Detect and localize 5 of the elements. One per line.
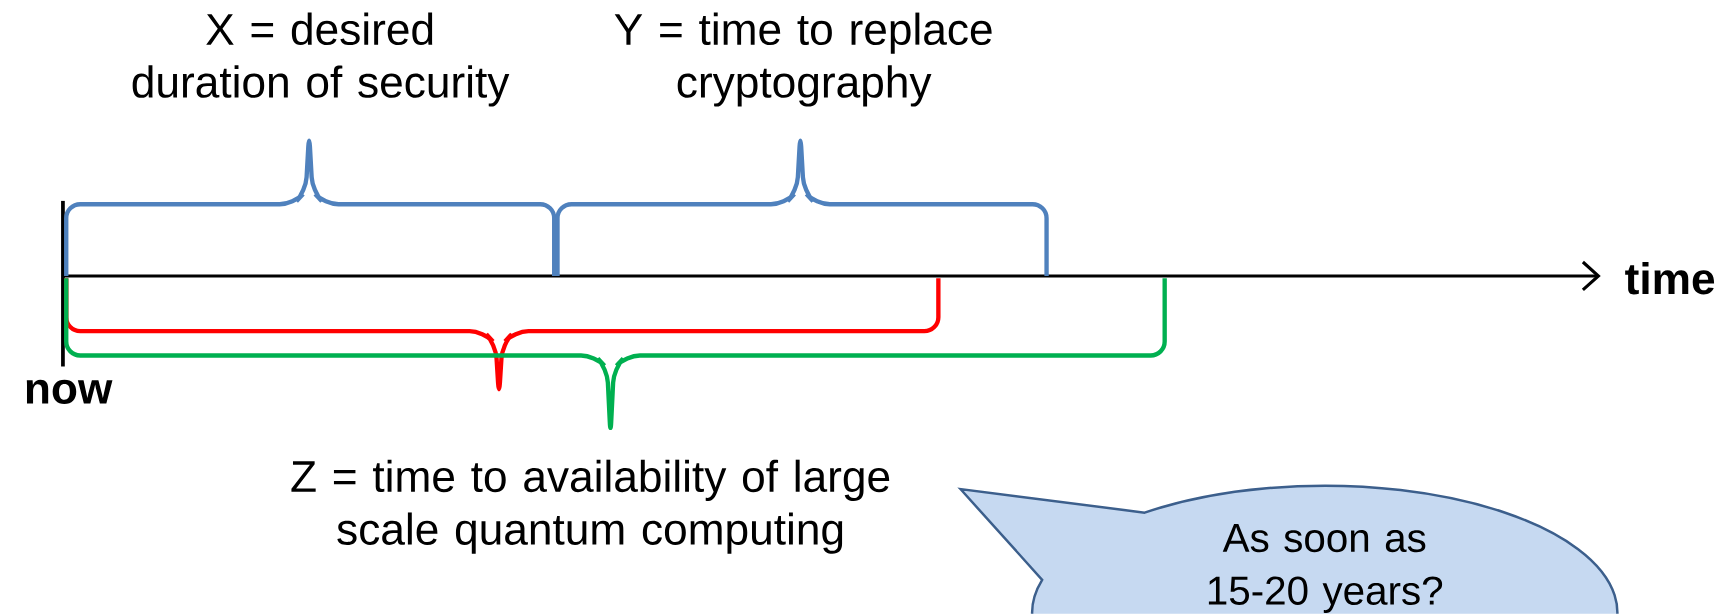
axis-label: time — [1625, 262, 1715, 295]
speech-bubble: As soon as 15-20 years? — [959, 484, 1619, 614]
brace-label: X = desired duration of security — [132, 12, 510, 107]
brace-label: Y = time to replace cryptography — [614, 12, 992, 107]
brace-label: Z = time to availability of large scale quantum computing — [291, 459, 890, 554]
